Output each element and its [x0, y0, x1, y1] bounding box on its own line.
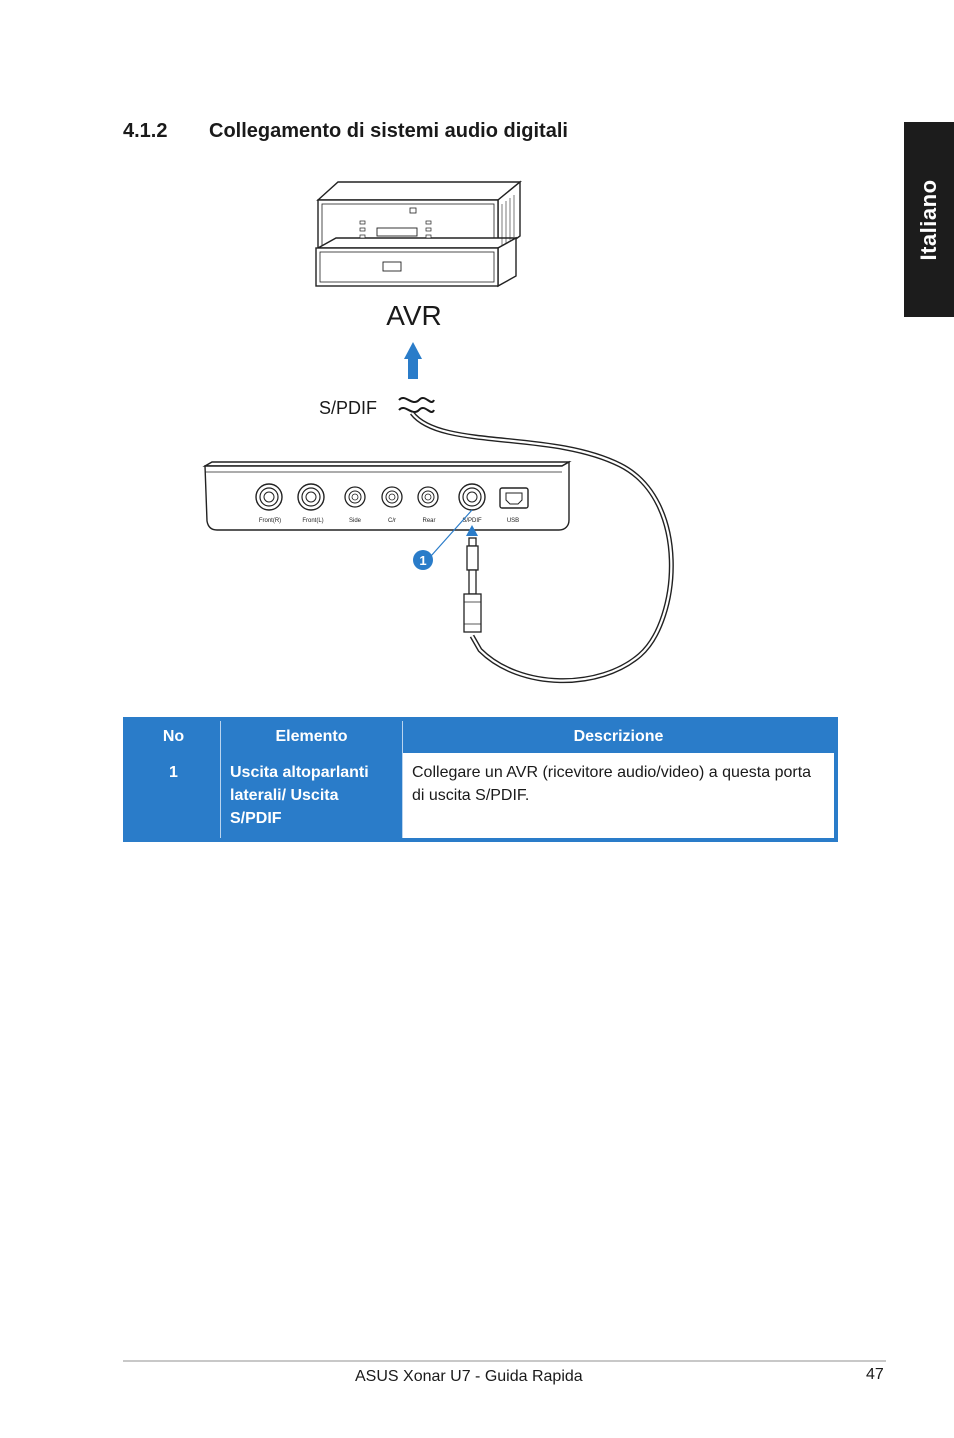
header-element: Elemento: [220, 721, 403, 753]
section-title: Collegamento di sistemi audio digitali: [209, 120, 568, 142]
footer-title: ASUS Xonar U7 - Guida Rapida: [355, 1368, 583, 1385]
footer-divider: [123, 1360, 886, 1362]
callout-leader-line: [430, 509, 473, 557]
port-cr-icon: [381, 486, 403, 508]
component-table: No Elemento Descrizione 1 Uscita altopar…: [123, 717, 838, 842]
cell-element: Uscita altoparlanti laterali/ Uscita S/P…: [220, 753, 403, 838]
page-number: 47: [866, 1366, 884, 1383]
connection-diagram: AVR S/PDIF Front(R) Front(L) Side C/r: [202, 180, 674, 684]
port-label: C/r: [388, 518, 396, 524]
callout-badge: 1: [413, 550, 433, 570]
plug-connector-icon: [463, 537, 482, 633]
cell-description: Collegare un AVR (ricevitore audio/video…: [402, 753, 834, 838]
digital-signal-icon: [398, 397, 435, 413]
port-label: Front(R): [259, 518, 281, 524]
port-side-icon: [344, 486, 366, 508]
port-label: Side: [349, 518, 362, 524]
avr-label: AVR: [386, 300, 442, 331]
spdif-label: S/PDIF: [319, 398, 377, 418]
section-heading: 4.1.2 Collegamento di sistemi audio digit…: [123, 120, 568, 143]
table-header-row: No Elemento Descrizione: [127, 721, 834, 753]
header-description: Descrizione: [402, 721, 834, 753]
signal-arrow-icon: [404, 342, 422, 379]
language-tab: Italiano: [904, 122, 954, 317]
section-number: 4.1.2: [123, 120, 168, 142]
port-spdif-icon: [458, 483, 486, 511]
port-label: USB: [507, 518, 519, 524]
port-rear-icon: [417, 486, 439, 508]
port-label: Rear: [422, 518, 435, 524]
avr-device-icon: [315, 180, 522, 288]
callout-number: 1: [419, 553, 426, 568]
blue-plug-arrow-icon: [466, 525, 478, 536]
cell-no: 1: [169, 764, 178, 781]
port-front-l-icon: [297, 483, 325, 511]
port-label: S/PDIF: [462, 518, 482, 524]
header-no: No: [162, 728, 185, 745]
port-label: Front(L): [302, 518, 323, 524]
sound-card-ports: [255, 483, 529, 511]
port-usb-icon: [499, 487, 529, 509]
table-row: 1 Uscita altoparlanti laterali/ Uscita S…: [127, 753, 834, 838]
port-front-r-icon: [255, 483, 283, 511]
spdif-cable: [410, 411, 674, 684]
